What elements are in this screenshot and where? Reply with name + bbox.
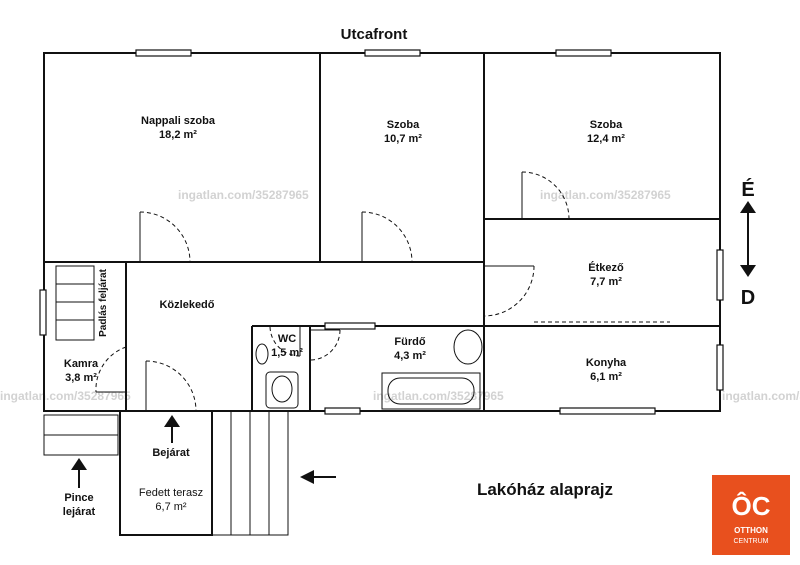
window: [559, 407, 656, 415]
compass-arrow-north: [740, 201, 756, 213]
window: [364, 49, 421, 57]
logo-badge: [712, 475, 790, 555]
watermark: ingatlan.com/35287965: [722, 389, 800, 403]
room-area-szoba2: 12,4 m²: [587, 133, 625, 145]
room-name-szoba2: Szoba: [590, 119, 623, 131]
room-area-szoba1: 10,7 m²: [384, 133, 422, 145]
logo-line2: CENTRUM: [734, 538, 769, 545]
room-name-szoba1: Szoba: [387, 119, 420, 131]
terrace-outline: [119, 410, 213, 536]
window: [555, 49, 612, 57]
labels: Utcafront É D Nappali szoba 18,2 m² Szob…: [63, 26, 755, 518]
room-name-konyha: Konyha: [586, 357, 627, 369]
watermarks: ingatlan.com/35287965 ingatlan.com/35287…: [0, 188, 800, 403]
door-swing: [95, 346, 127, 393]
room-name-kozlekedo: Közlekedő: [159, 299, 214, 311]
room-name-furdo: Fürdő: [394, 336, 425, 348]
doors: [95, 171, 670, 412]
room-name-terasz: Fedett terasz: [139, 487, 203, 499]
compass-arrow-south: [740, 265, 756, 277]
room-area-wc: 1,5 m²: [271, 347, 303, 359]
door-swing: [361, 211, 413, 263]
door-swing: [145, 360, 197, 412]
fixtures: [255, 329, 483, 410]
room-name-kamra: Kamra: [64, 358, 99, 370]
attic-stairs: [55, 265, 95, 341]
logo-line1: OTTHON: [734, 526, 768, 535]
terrace: [119, 410, 289, 536]
door-swing: [269, 325, 301, 357]
room-area-furdo: 4,3 m²: [394, 350, 426, 362]
cellar-arrow-head: [71, 458, 87, 470]
entrance-label: Bejárat: [152, 447, 190, 459]
logo-letters: ÔC: [732, 491, 771, 521]
terrace-arrow-head: [300, 470, 314, 484]
compass-north: É: [741, 178, 754, 201]
room-area-terasz: 6,7 m²: [155, 501, 187, 513]
bathtub: [381, 372, 481, 410]
door-swing: [139, 211, 191, 263]
otthon-centrum-logo: ÔC OTTHON CENTRUM: [712, 475, 790, 555]
window: [716, 344, 724, 391]
room-area-etkezo: 7,7 m²: [590, 276, 622, 288]
cellar-label-line1: Pince: [64, 492, 93, 504]
room-area-nappali: 18,2 m²: [159, 129, 197, 141]
cellar-label-line2: lejárat: [63, 506, 96, 518]
compass-south: D: [741, 287, 755, 309]
entrance-arrow-head: [164, 415, 180, 427]
bathtub-inner: [387, 377, 475, 405]
door-swing: [483, 265, 535, 317]
wc-tank: [265, 371, 299, 409]
cellar-stairs: [43, 414, 119, 456]
door-swing: [521, 171, 570, 220]
door-swing: [309, 329, 341, 361]
watermark: ingatlan.com/35287965: [540, 188, 671, 202]
room-area-konyha: 6,1 m²: [590, 371, 622, 383]
toilet-bowl: [271, 375, 293, 403]
stair-steps: [55, 265, 95, 341]
arrows: [71, 201, 756, 488]
windows: [39, 49, 724, 415]
room-name-wc: WC: [278, 333, 296, 345]
watermark: ingatlan.com/35287965: [0, 389, 131, 403]
window: [39, 289, 47, 336]
window: [324, 407, 361, 415]
room-area-kamra: 3,8 m²: [65, 372, 97, 384]
window: [716, 249, 724, 301]
wc-sink: [255, 343, 269, 365]
window: [324, 322, 376, 330]
room-name-padlas: Padlás feljárat: [98, 268, 109, 336]
window: [135, 49, 192, 57]
washbasin: [453, 329, 483, 365]
room-name-nappali: Nappali szoba: [141, 115, 216, 127]
watermark: ingatlan.com/35287965: [178, 188, 309, 202]
plan-title: Lakóház alaprajz: [477, 480, 613, 499]
room-name-etkezo: Étkező: [588, 261, 624, 274]
street-label: Utcafront: [341, 26, 408, 43]
